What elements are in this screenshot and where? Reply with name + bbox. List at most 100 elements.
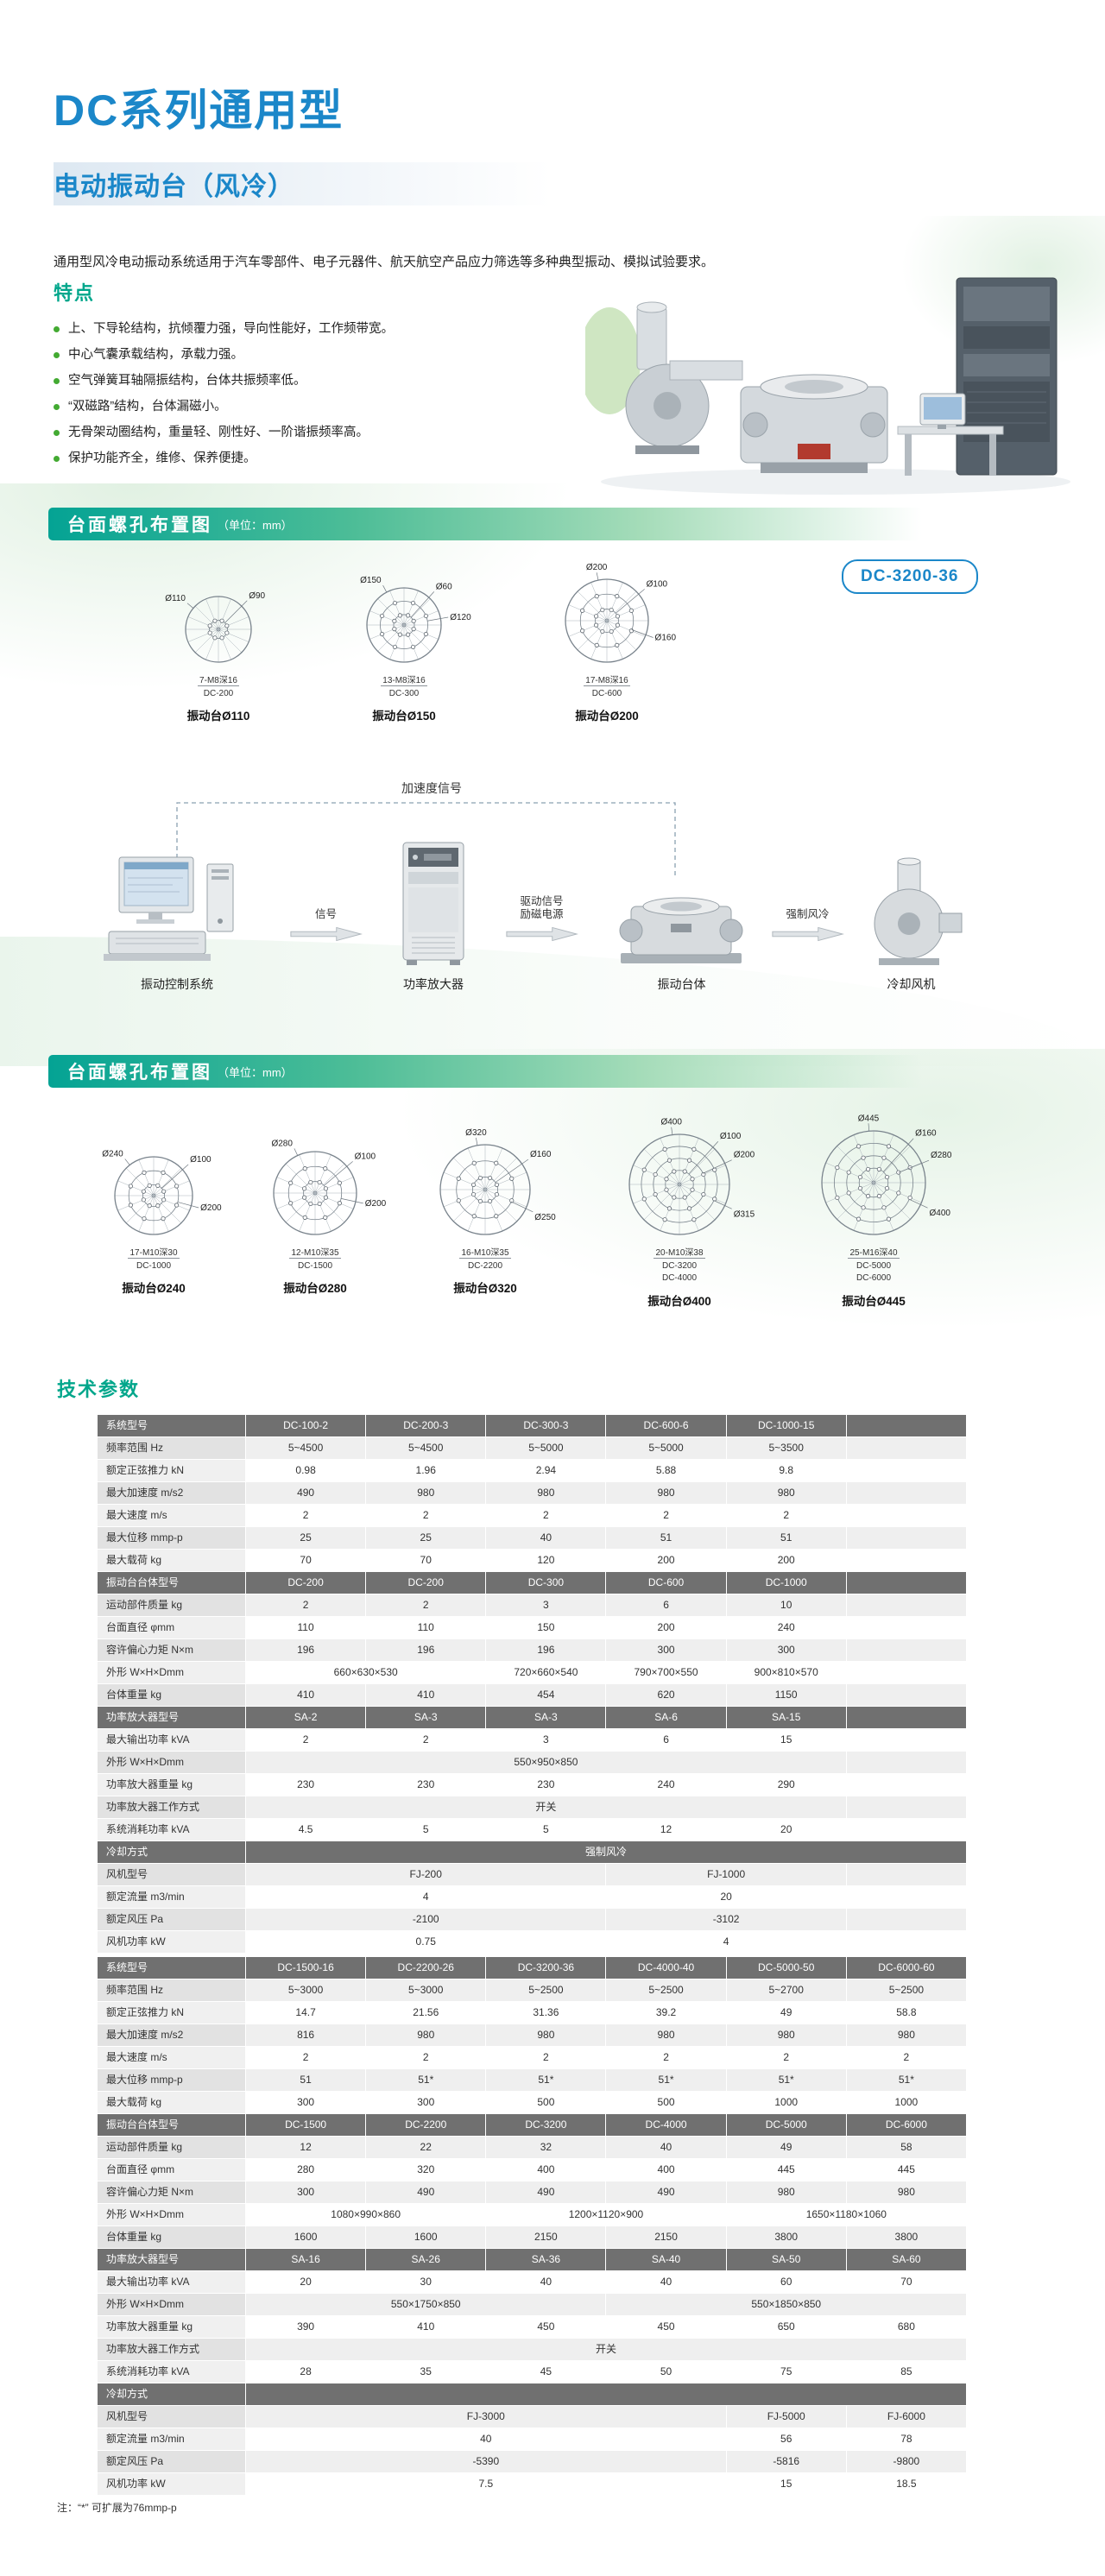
- table-cell: [845, 1616, 968, 1639]
- node-label: 振动台体: [657, 977, 706, 991]
- table-cell: 25: [365, 1526, 487, 1550]
- table-cell: 3800: [845, 2226, 968, 2249]
- hole-spec-line: DC-5000: [856, 1260, 892, 1271]
- table-cell: 1650×1180×1060: [725, 2203, 968, 2226]
- table-cell: 2: [244, 2046, 367, 2069]
- feature-item: “双磁路”结构，台体漏磁小。: [54, 394, 589, 420]
- row-label: 最大速度 m/s: [97, 1504, 246, 1527]
- table-cell: 900×810×570: [725, 1661, 847, 1684]
- table-cell: 1.96: [365, 1459, 487, 1482]
- hole-spec-line: 17-M10深30: [128, 1248, 180, 1259]
- row-label: 容许偏心力矩 N×m: [97, 1638, 246, 1662]
- flow-arrow-icon: [506, 926, 578, 942]
- hole-spec-line: 12-M10深35: [289, 1248, 341, 1259]
- table-data-row: 功率放大器工作方式开关: [97, 1796, 968, 1819]
- section-title: 台面螺孔布置图: [67, 1063, 212, 1083]
- table-cell: 980: [365, 1481, 487, 1505]
- table-cell: DC-4000: [605, 2113, 727, 2137]
- arrow-label: 驱动信号: [520, 894, 564, 907]
- table-cell: 550×950×850: [245, 1751, 847, 1774]
- table-cell: 51*: [605, 2068, 727, 2092]
- table-cell: 3: [485, 1594, 607, 1617]
- table-cell: [845, 1751, 968, 1774]
- table-cell: 2: [244, 1728, 367, 1752]
- row-label: 容许偏心力矩 N×m: [97, 2181, 246, 2204]
- arrow-label: 信号: [314, 908, 337, 921]
- table-cell: DC-1500: [244, 2113, 367, 2137]
- table-cell: 230: [365, 1773, 487, 1796]
- svg-text:Ø160: Ø160: [915, 1129, 937, 1139]
- row-label: 最大输出功率 kVA: [97, 1728, 246, 1752]
- table-cell: [845, 1728, 968, 1752]
- section-unit: （单位：mm）: [218, 518, 293, 532]
- table-cell: 35: [365, 2360, 487, 2383]
- product-photo-illustration: [578, 277, 1070, 495]
- table-cell: 200: [605, 1616, 727, 1639]
- table-cell: SA-26: [365, 2248, 487, 2271]
- table-cell: 5~5000: [485, 1436, 607, 1460]
- table-cell: 200: [605, 1549, 727, 1572]
- table-cell: 50: [605, 2360, 727, 2383]
- table-cell: 2: [365, 2046, 487, 2069]
- table-cell: 2150: [485, 2226, 607, 2249]
- table-cell: SA-3: [485, 1706, 607, 1729]
- table-cell: 980: [485, 1481, 607, 1505]
- table-cell: 120: [485, 1549, 607, 1572]
- table-cell: 5~5000: [605, 1436, 727, 1460]
- table-cell: FJ-200: [244, 1863, 607, 1886]
- table-cell: 816: [244, 2024, 367, 2047]
- table-cell: 15: [725, 2472, 847, 2496]
- table-cell: 980: [725, 1481, 847, 1505]
- table-cell: 230: [485, 1773, 607, 1796]
- table-cell: 开关: [245, 2338, 967, 2361]
- table-cell: [845, 1796, 968, 1819]
- row-label: 外形 W×H×Dmm: [97, 2203, 246, 2226]
- table-cell: SA-6: [605, 1706, 727, 1729]
- table-cell: SA-36: [485, 2248, 607, 2271]
- table-cell: 320: [365, 2158, 487, 2181]
- table-cell: [845, 1414, 968, 1437]
- table-cell: [845, 1863, 968, 1886]
- table-cell: 240: [605, 1773, 727, 1796]
- hole-diagram-title: 振动台Ø320: [453, 1282, 517, 1295]
- section-heading-hole-layout-1: 台面螺孔布置图 （单位：mm）: [48, 508, 922, 540]
- table-cell: DC-1000: [725, 1571, 847, 1594]
- table-cell: 20: [605, 1885, 847, 1909]
- table-cell: [845, 1661, 968, 1684]
- row-label: 额定流量 m3/min: [97, 2428, 246, 2451]
- table-cell: -9800: [845, 2450, 968, 2473]
- table-cell: 7.5: [245, 2472, 727, 2496]
- table-cell: 1000: [725, 2091, 847, 2114]
- table-cell: 230: [244, 1773, 367, 1796]
- table-cell: [845, 1571, 968, 1594]
- table-cell: DC-6000: [845, 2113, 968, 2137]
- svg-text:Ø160: Ø160: [530, 1150, 552, 1159]
- table-cell: 500: [605, 2091, 727, 2114]
- svg-text:Ø100: Ø100: [355, 1152, 376, 1161]
- table-cell: 980: [845, 2181, 968, 2204]
- table-cell: 10: [725, 1594, 847, 1617]
- table-cell: [845, 1526, 968, 1550]
- hole-diagram-title: 振动台Ø400: [647, 1294, 711, 1308]
